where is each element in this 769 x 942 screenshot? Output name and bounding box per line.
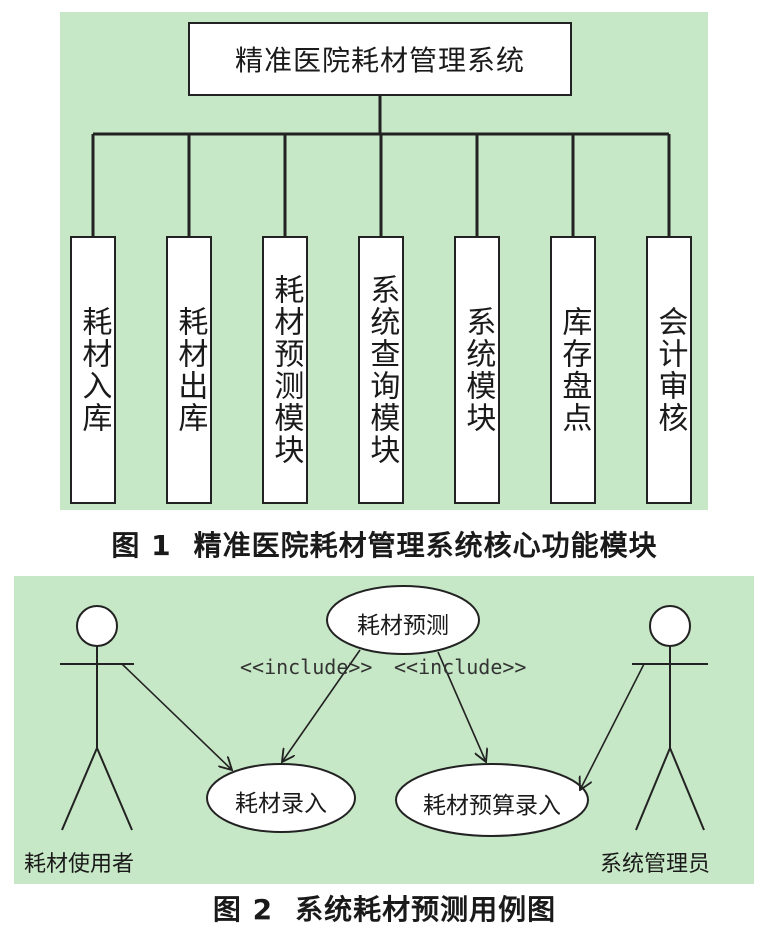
module-box-7: 会计审核 [646, 236, 692, 504]
figure2-caption: 图 2 系统耗材预测用例图 [0, 888, 769, 928]
include-label-right: <<include>> [394, 655, 527, 679]
actor-admin-leg-right [669, 747, 705, 831]
actor-admin-head [649, 605, 691, 647]
usecase-forecast-label: 耗材预测 [357, 613, 449, 639]
usecase-entry-label: 耗材录入 [235, 791, 327, 817]
actor-admin [632, 605, 708, 831]
figure1-caption: 图 1 精准医院耗材管理系统核心功能模块 [0, 524, 769, 564]
figure2-caption-text: 系统耗材预测用例图 [295, 893, 557, 926]
figure1-caption-text: 精准医院耗材管理系统核心功能模块 [193, 529, 658, 562]
usecase-entry [206, 763, 356, 833]
usecase-forecast [326, 585, 480, 655]
actor-user-leg-right [96, 747, 133, 831]
actor-admin-label: 系统管理员 [600, 852, 711, 877]
actor-user-leg-left [61, 747, 98, 831]
include-forecast-budget [437, 651, 486, 762]
module-box-6: 库存盘点 [550, 236, 596, 504]
usecase-budget [395, 763, 589, 837]
module-box-1: 耗材入库 [70, 236, 116, 504]
module-box-5: 系统模块 [454, 236, 500, 504]
root-system-box: 精准医院耗材管理系统 [188, 22, 572, 96]
include-forecast-entry [282, 649, 361, 762]
assoc-admin-budget [580, 663, 645, 790]
root-system-label: 精准医院耗材管理系统 [234, 44, 525, 77]
module-box-3: 耗材预测模块 [262, 236, 308, 504]
actor-admin-leg-left [635, 747, 671, 831]
assoc-user-entry [121, 663, 232, 770]
module-box-4: 系统查询模块 [358, 236, 404, 504]
usecase-budget-label: 耗材预算录入 [423, 793, 561, 819]
actor-user-head [76, 605, 118, 647]
actor-user [60, 605, 134, 831]
figure2-caption-number: 图 2 [212, 893, 274, 926]
module-box-2: 耗材出库 [166, 236, 212, 504]
actor-user-label: 耗材使用者 [24, 852, 135, 877]
figure1-caption-number: 图 1 [111, 529, 172, 562]
include-label-left: <<include>> [240, 655, 373, 679]
